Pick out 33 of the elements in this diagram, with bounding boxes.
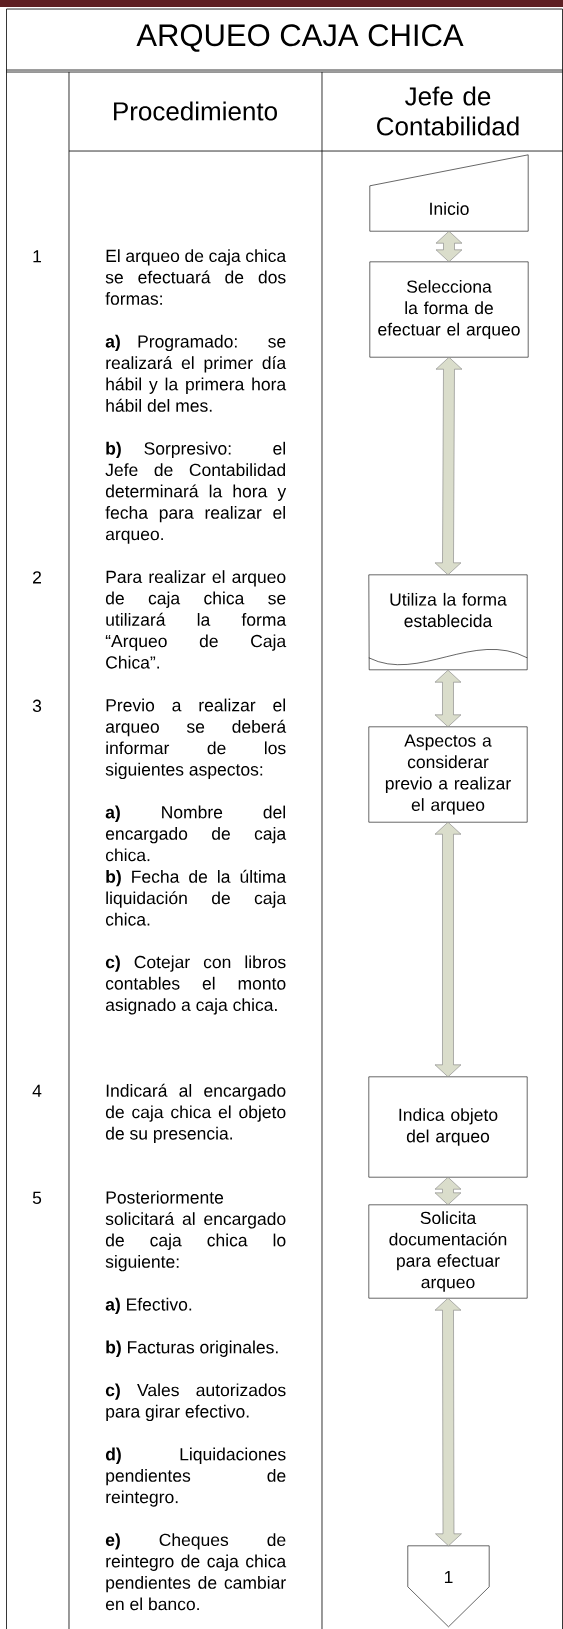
step-number: 5 [32,1191,42,1204]
title: ARQUEO CAJA CHICA [136,24,464,52]
column-header: Procedimiento [114,101,277,121]
procedure-text: Posteriormente solicitará al encargado de caja chica lo siguiente: [105,1190,286,1272]
double-arrow [434,1176,462,1206]
double-arrow [434,356,463,576]
double-arrow [434,821,462,1078]
process-box: Solicita documentación para efectuar arqueo [368,1204,528,1299]
procedure-text: e) Cheques de reintegro de caja chica pendientes de cambiar en el banco. [105,1533,287,1611]
process-box: Indica objeto del arqueo [368,1076,528,1178]
procedure-text: b) Facturas originales. [106,1340,278,1357]
procedure-text: b) Sorpresivo: el Jefe de Contabilidad determinará la hora y fecha para realizar el arqueo. [105,441,287,544]
procedure-text: a) Programado: se realizará el primer día hábil y la primera hora hábil del mes. [105,334,287,412]
procedure-text: c) Vales autorizados para girar efectivo. [105,1383,286,1422]
procedure-text: d) Liquidaciones pendientes de reintegro. [105,1447,286,1507]
procedure-text: Previo a realizar el arqueo se deberá informar de los siguientes aspectos: [105,698,287,780]
procedure-text: El arqueo de caja chica se efectuará de dos formas: [105,249,287,305]
off-page-connector: 1 [407,1545,490,1628]
double-arrow [435,230,463,263]
process-box: Selecciona la forma de efectuar el arqueo [369,261,529,358]
double-arrow [434,1297,462,1547]
procedure-text: c) Cotejar con libros contables el monto asignado a caja chica. [105,955,286,1015]
procedure-text: a) Efectivo. [105,1297,192,1315]
process-box: Aspectos a considerar previo a realizar el arqueo [368,726,528,823]
step-number: 3 [32,699,42,712]
step-number: 4 [32,1084,42,1097]
procedure-text: a) Nombre del encargado de caja chica. [105,805,287,862]
double-arrow [434,669,462,728]
step-number: 1 [33,250,41,263]
step-number: 2 [33,571,41,584]
procedure-text: Para realizar el arqueo de caja chica se utilizará la forma “Arqueo de Caja Chica”. [105,570,287,669]
procedure-text: b) Fecha de la última liquidación de caja chica. [105,869,287,926]
procedure-text: Indicará al encargado de caja chica el objeto de su presencia. [105,1083,286,1144]
